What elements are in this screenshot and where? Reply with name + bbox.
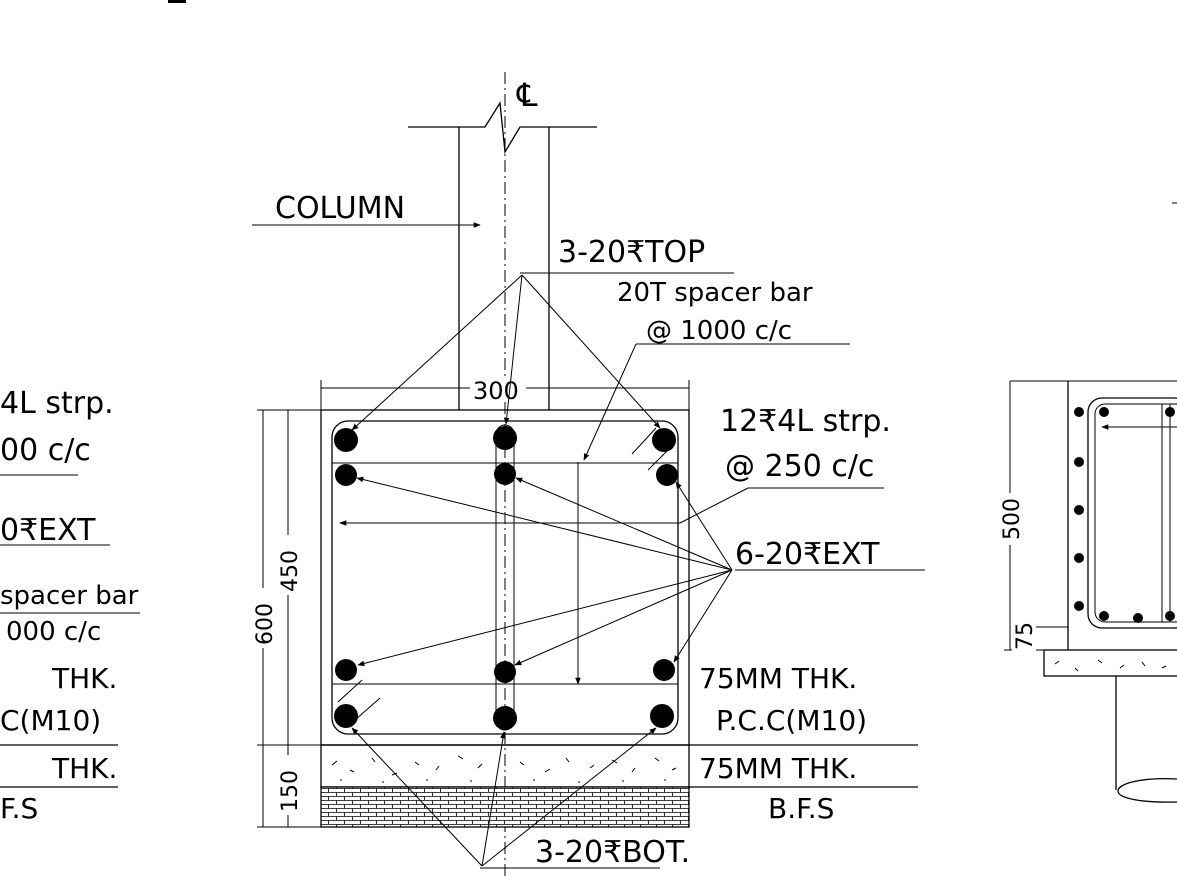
left-stirrup-label: 4L strp. [0, 386, 114, 421]
left-spacer-label: spacer bar [0, 581, 139, 611]
bfs-label: B.F.S [768, 792, 834, 825]
bfs-thk-label: 75MM THK. [699, 752, 857, 785]
ext-bar-2 [494, 463, 516, 485]
bot-bar-right [650, 704, 674, 728]
left-thk2-label: THK. [51, 752, 117, 785]
pcc-speckle [331, 755, 677, 783]
column-stub [408, 101, 597, 410]
right-cover-dimension: 75 [1013, 622, 1038, 650]
spacer-bar-label: 20T spacer bar [617, 278, 813, 308]
pcc-thk-label: 75MM THK. [699, 662, 857, 695]
ext-bar-6 [653, 659, 675, 681]
rebar-group [334, 426, 678, 730]
column-label: COLUMN [275, 191, 405, 226]
main-section: ℄ COLUMN [251, 72, 925, 877]
top-bar-left [334, 428, 358, 452]
stirrup-spacing-label: @ 250 c/c [725, 449, 874, 484]
bot-bars-label: 3-20₹BOT. [535, 835, 690, 870]
ext-bar-5 [494, 661, 516, 683]
left-stirrup-spacing-label: 00 c/c [0, 433, 91, 468]
left-bfs-label: F.S [0, 792, 38, 825]
top-bar-right [652, 428, 676, 452]
right-depth-dimension: 500 [1000, 498, 1025, 540]
left-pcc-label: C(M10) [0, 704, 101, 737]
centerline-symbol: ℄ [516, 76, 538, 114]
left-partial-view: 4L strp. 00 c/c 0₹EXT spacer bar 000 c/c… [0, 386, 140, 825]
bfs-layer [320, 786, 690, 828]
top-bar-center [493, 426, 517, 450]
base-dimension: 150 [278, 770, 303, 812]
top-bars-label: 3-20₹TOP [558, 235, 705, 270]
left-ext-label: 0₹EXT [0, 513, 96, 548]
stirrup-label: 12₹4L strp. [720, 404, 891, 439]
inner-dimension: 450 [278, 550, 303, 592]
bot-bar-left [334, 704, 358, 728]
ext-bars-label: 6-20₹EXT [735, 537, 880, 572]
left-spacer-spacing-label: 000 c/c [6, 617, 101, 647]
width-dimension: 300 [473, 377, 519, 405]
dimensions: 300 600 450 150 [251, 377, 690, 828]
spacer-spacing-label: @ 1000 c/c [646, 316, 792, 346]
bot-bar-center [493, 706, 517, 730]
ext-bar-4 [335, 659, 357, 681]
left-thk1-label: THK. [51, 662, 117, 695]
ext-bar-1 [335, 464, 357, 486]
ext-bar-3 [656, 464, 678, 486]
depth-dimension: 600 [253, 603, 278, 645]
pcc-label: P.C.C(M10) [716, 704, 867, 737]
right-partial-view: 500 75 [998, 202, 1177, 803]
